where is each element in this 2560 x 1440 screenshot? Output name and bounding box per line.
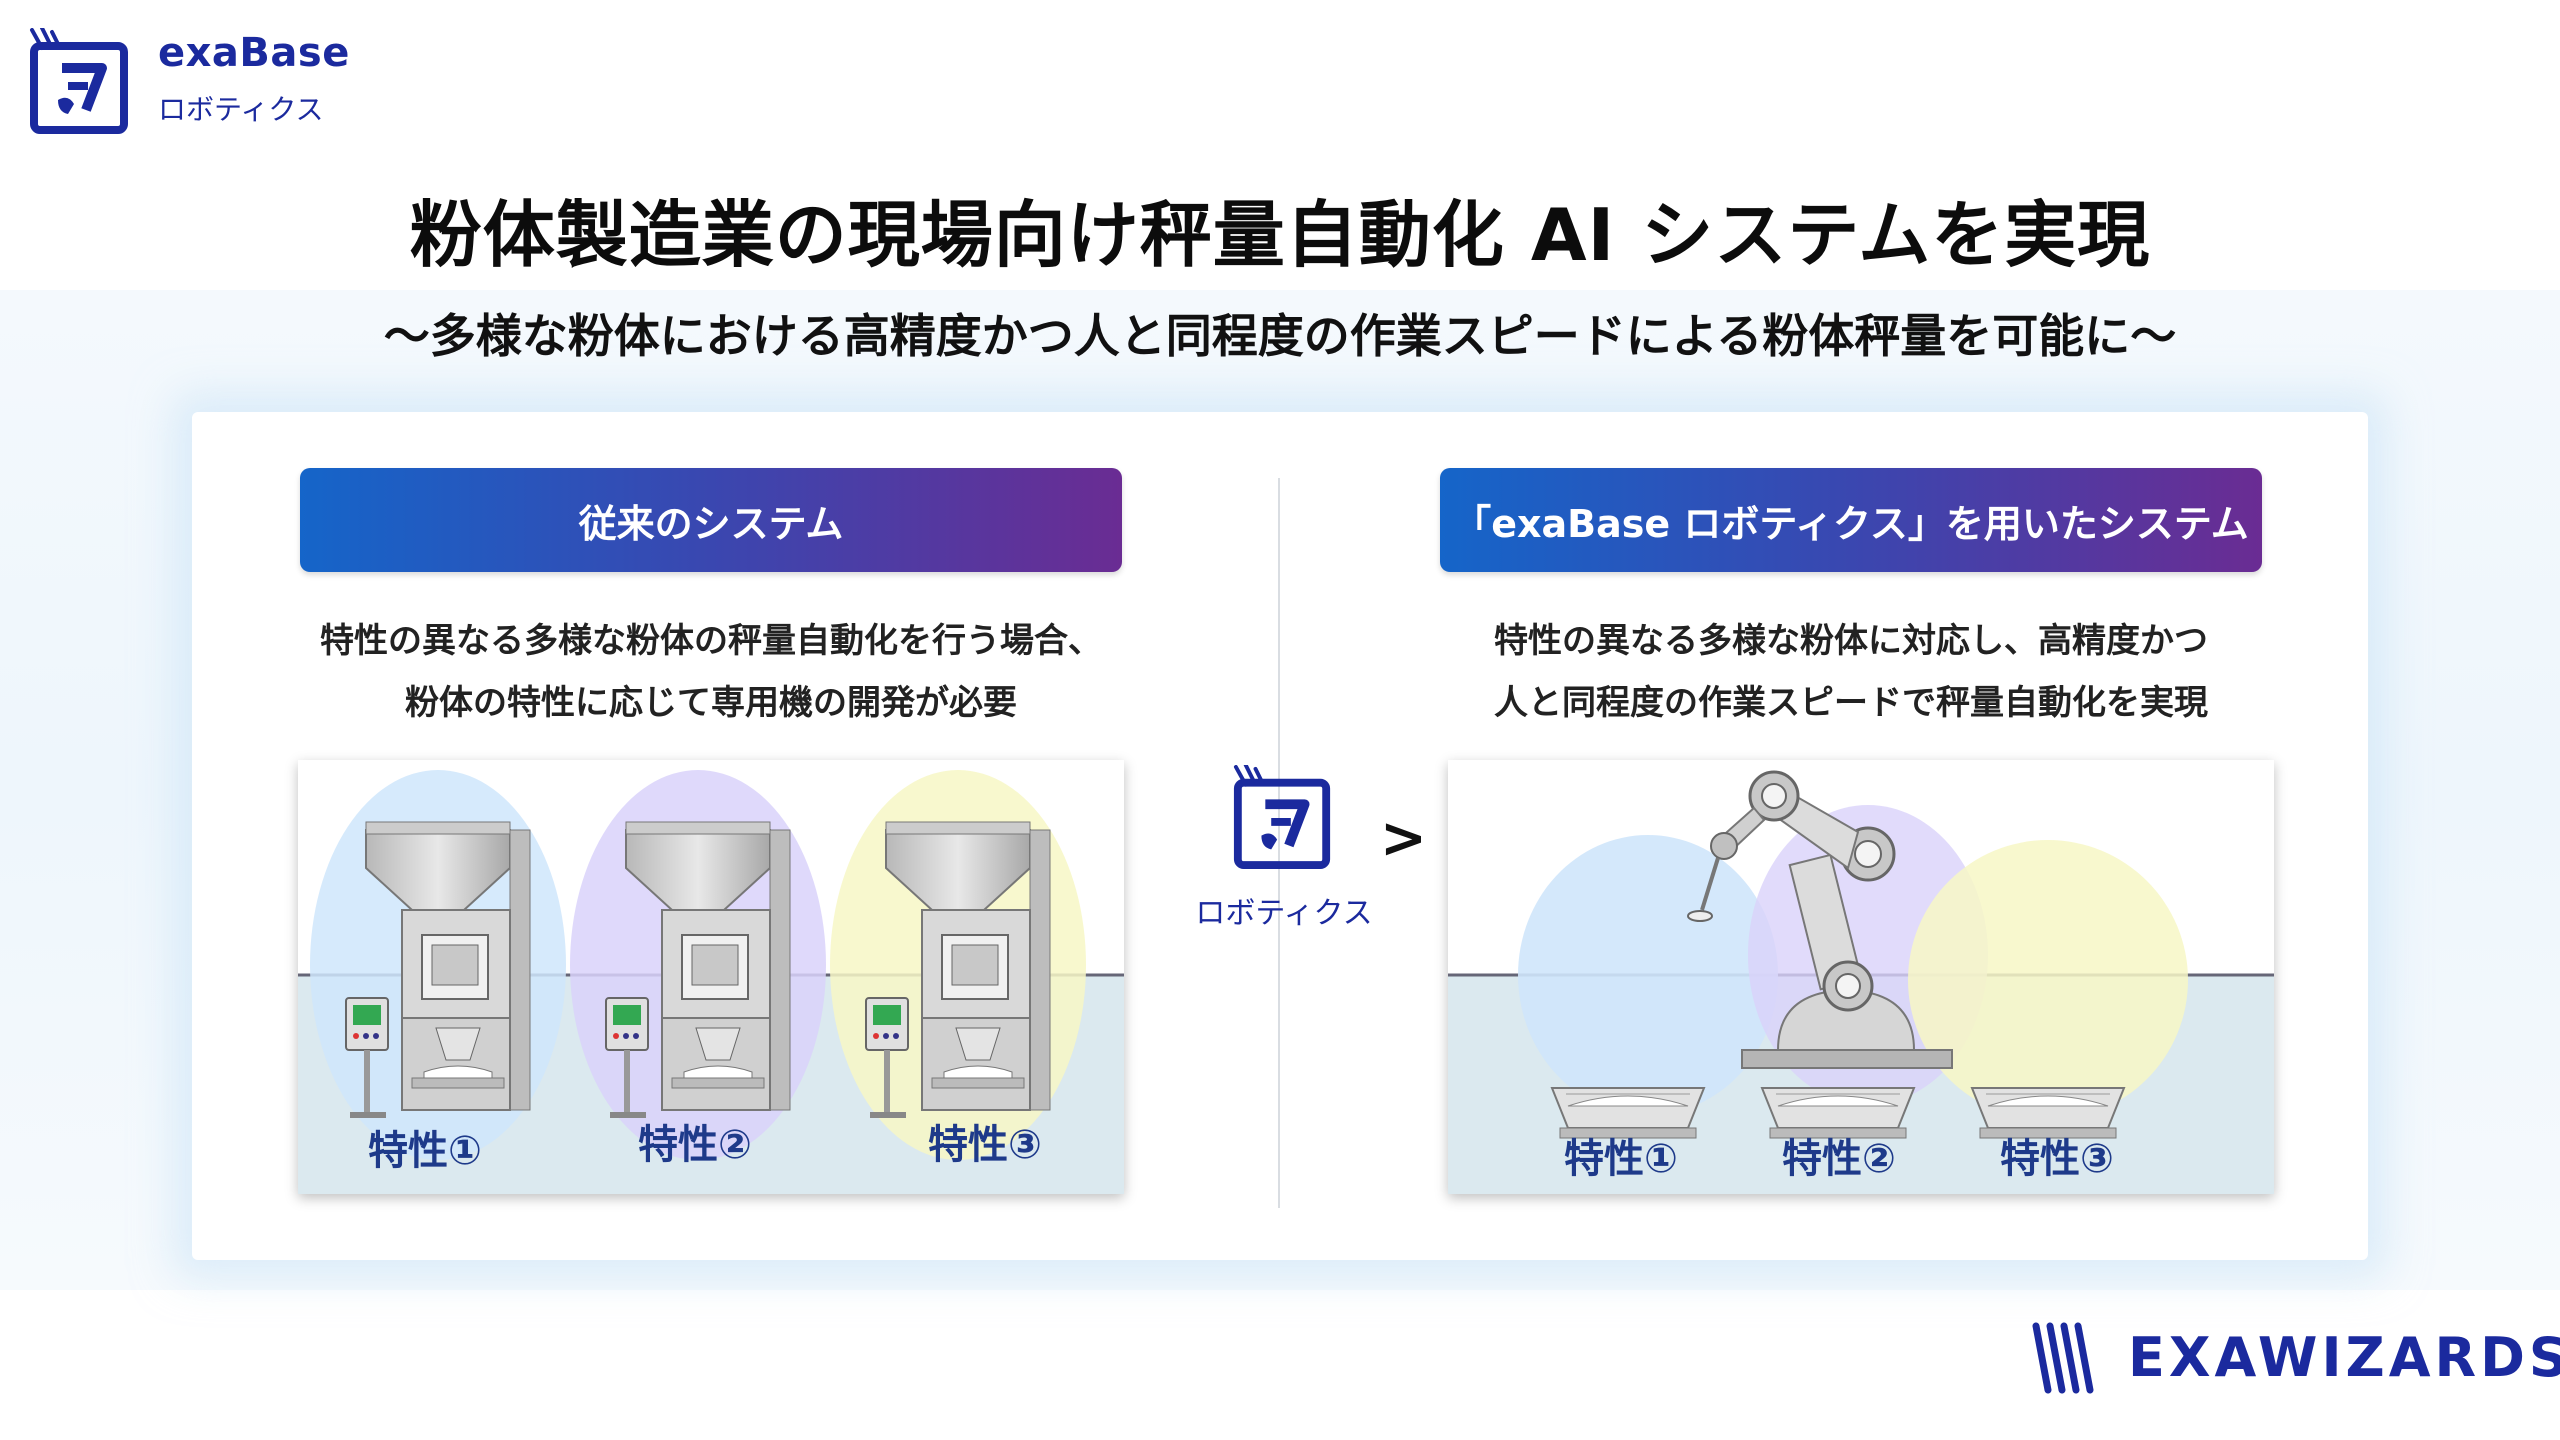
exabase-system-illustration: 特性① 特性② 特性③ [1448, 760, 2274, 1194]
left-trait-1: 特性① [368, 1128, 482, 1174]
conventional-system-illustration: 特性① 特性② 特性③ [298, 760, 1124, 1194]
right-trait-1: 特性① [1564, 1136, 1678, 1182]
left-trait-2: 特性② [638, 1122, 752, 1168]
left-trait-3: 特性③ [928, 1122, 1042, 1168]
exabase-logo-icon [30, 28, 128, 134]
left-header: 従来のシステム [300, 468, 1122, 572]
center-divider [1278, 478, 1280, 1208]
left-description: 特性の異なる多様な粉体の秤量自動化を行う場合、 粉体の特性に応じて専用機の開発が… [298, 610, 1124, 734]
right-trait-2: 特性② [1782, 1136, 1896, 1182]
page-subtitle: 〜多様な粉体における高精度かつ人と同程度の作業スピードによる粉体秤量を可能に〜 [383, 309, 2177, 363]
right-header: 「exaBase ロボティクス」を用いたシステム [1440, 468, 2262, 572]
right-description: 特性の異なる多様な粉体に対応し、高精度かつ 人と同程度の作業スピードで秤量自動化… [1438, 610, 2264, 734]
robotics-logo-label: ロボティクス [1195, 896, 1373, 931]
page-title: 粉体製造業の現場向け秤量自動化 AI システムを実現 [409, 193, 2151, 277]
brand-name: exaBase [158, 30, 350, 76]
right-trait-3: 特性③ [2000, 1136, 2114, 1182]
left-desc-line2: 粉体の特性に応じて専用機の開発が必要 [405, 683, 1017, 723]
robotics-logo-icon [1233, 765, 1331, 870]
exawizards-logo-icon [2032, 1322, 2094, 1394]
brand-sub: ロボティクス [158, 93, 324, 126]
right-desc-line2: 人と同程度の作業スピードで秤量自動化を実現 [1494, 683, 2208, 723]
right-desc-line1: 特性の異なる多様な粉体に対応し、高精度かつ [1494, 621, 2208, 661]
company-name: EXAWIZARDS [2128, 1326, 2560, 1389]
left-desc-line1: 特性の異なる多様な粉体の秤量自動化を行う場合、 [320, 621, 1102, 661]
comparison-arrow: > [1380, 806, 1427, 871]
